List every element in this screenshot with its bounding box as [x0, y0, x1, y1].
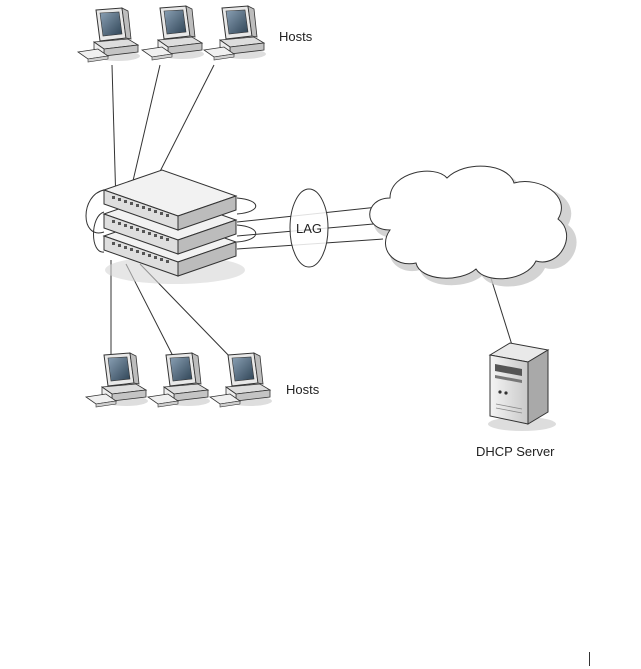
page-margin-rule: [589, 652, 590, 666]
dhcp-server: DHCP Server: [476, 343, 556, 459]
bottom-hosts-label: Hosts: [286, 382, 320, 397]
desktop-computer-icon: [210, 353, 272, 407]
top-hosts-label: Hosts: [279, 29, 313, 44]
dhcp-server-label: DHCP Server: [476, 444, 555, 459]
desktop-computer-icon: [148, 353, 210, 407]
cloud-icon: [370, 166, 577, 286]
tower-server-icon: [488, 343, 556, 431]
bottom-hosts: Hosts: [86, 353, 320, 407]
lag-group: LAG: [290, 189, 328, 267]
desktop-computer-icon: [78, 8, 140, 62]
switch-stack: [104, 170, 245, 284]
lag-label: LAG: [296, 221, 322, 236]
desktop-computer-icon: [86, 353, 148, 407]
top-hosts: Hosts: [78, 6, 313, 62]
desktop-computer-icon: [204, 6, 266, 60]
desktop-computer-icon: [142, 6, 204, 60]
